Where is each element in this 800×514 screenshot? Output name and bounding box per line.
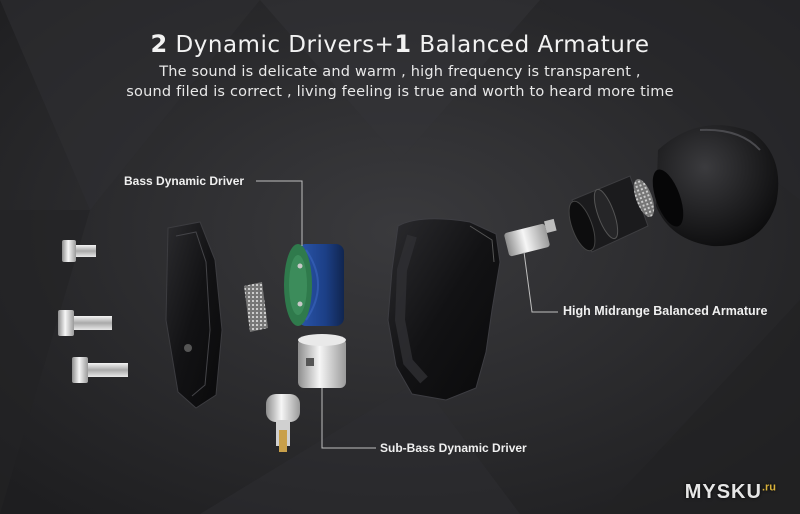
watermark-logo: MYSKU.ru: [685, 481, 776, 504]
headline-count-armature: 1: [394, 30, 412, 58]
callout-sub-bass-driver: Sub-Bass Dynamic Driver: [380, 441, 527, 455]
mesh-filter: [244, 282, 268, 332]
leader-line-armature: [523, 251, 558, 313]
subtitle-line-1: The sound is delicate and warm , high fr…: [159, 64, 641, 80]
watermark-text: MYSKU: [684, 481, 762, 503]
headline-dynamic-text: Dynamic Drivers+: [167, 32, 395, 58]
nozzle: [568, 175, 655, 253]
leader-line-bass: [256, 180, 303, 246]
headline: 2 Dynamic Drivers+1 Balanced Armature: [0, 30, 800, 58]
main-shell: [387, 218, 501, 401]
subtitle-line-2: sound filed is correct , living feeling …: [126, 84, 674, 100]
screw-middle: [58, 310, 112, 336]
faceplate: [165, 221, 223, 409]
callout-balanced-armature: High Midrange Balanced Armature: [563, 304, 768, 318]
sub-bass-dynamic-driver: [298, 334, 346, 388]
watermark-suffix: .ru: [761, 481, 776, 494]
balanced-armature: [504, 218, 557, 257]
leader-line-subbass: [321, 388, 376, 449]
screw-top: [62, 240, 96, 262]
headline-count-dynamic: 2: [150, 30, 168, 58]
headline-armature-text: Balanced Armature: [411, 32, 650, 58]
screw-bottom: [72, 357, 128, 383]
callout-bass-dynamic-driver: Bass Dynamic Driver: [124, 174, 245, 188]
ear-tip: [652, 125, 779, 247]
connector-pin: [266, 394, 300, 452]
bass-dynamic-driver: [284, 244, 344, 326]
